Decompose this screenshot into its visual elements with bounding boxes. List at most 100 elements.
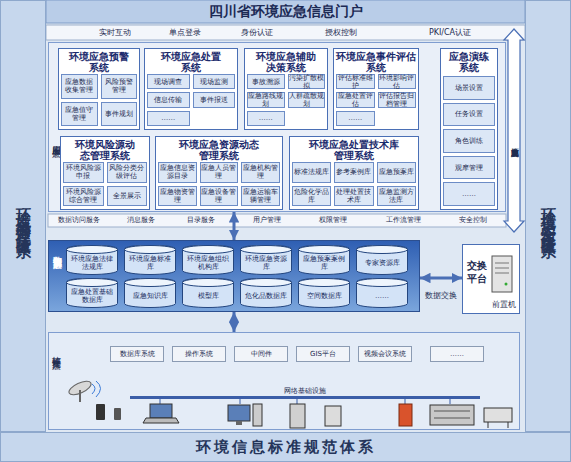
function-cell: 应急处置评估 [336, 92, 375, 107]
phone-icon [96, 404, 105, 420]
database-cylinder: 应急知识库 [124, 278, 176, 308]
service-label: 权限管理 [310, 215, 356, 226]
database-label: 应急处置基础数据库 [68, 285, 116, 307]
function-label: 事件报送 [194, 96, 235, 104]
mobile-icon [114, 408, 121, 420]
cylinder-top [183, 279, 234, 287]
system-title: 环境应急处置技术库管理系统 [308, 139, 400, 161]
pc-tower [253, 404, 262, 426]
service-label: 授权控制 [314, 27, 368, 39]
function-label: 全景展示 [108, 192, 147, 200]
function-label: 应急数据收集管理 [62, 78, 97, 94]
function-label: 信息传输 [148, 96, 189, 104]
function-label: 人群疏散规划 [289, 92, 325, 108]
data-layer-box: 数据资源层环境应急法律法规库环境应急标准库环境应急组织机构库环境应急资源库应急预… [48, 240, 420, 312]
exchange-label: 前置机 [492, 299, 516, 310]
server-tower [290, 404, 305, 428]
function-cell: 应急运输车辆管理 [241, 186, 280, 207]
double-arrow [233, 312, 236, 332]
software-label: 中间件 [235, 350, 287, 358]
database-cylinder: …… [356, 278, 408, 308]
function-cell: 应急监测方法库 [377, 186, 416, 207]
cylinder-top [357, 279, 408, 287]
function-label: 应急设备管理 [201, 188, 238, 204]
cylinder-body [125, 278, 176, 308]
function-label: 评估报告归档管理 [379, 92, 416, 108]
function-label: 标准法规库 [293, 168, 330, 176]
function-cell: 环境风险源综合管理 [63, 186, 104, 207]
system-box: 环境应急处置系统现场调查现场监测信息传输事件报送…… [144, 48, 238, 130]
function-label: 风险预警管理 [102, 78, 137, 94]
function-label: 角色训练 [444, 137, 494, 145]
function-cell: 风险分类分级评估 [107, 162, 148, 183]
network-drop [450, 399, 451, 404]
database-label: 应急知识库 [126, 285, 174, 307]
wireless-wave [92, 381, 101, 397]
service-label: 工作流管理 [376, 215, 430, 226]
software-label: 数据库系统 [111, 350, 163, 358]
software-label: 视频会议系统 [359, 350, 411, 358]
firewall-icon [399, 404, 412, 426]
software-box: …… [430, 346, 484, 362]
laptop-screen [150, 404, 172, 418]
database-cylinder: 专家资源库 [356, 245, 408, 275]
software-label: GIS平台 [297, 350, 349, 358]
database-cylinder: 应急预案案例库 [298, 245, 350, 275]
rack-icon [430, 405, 474, 425]
function-label: 任务设置 [444, 110, 494, 118]
cylinder-body [299, 278, 350, 308]
exchange-arrow [504, 29, 524, 232]
function-label: 应急物资管理 [159, 188, 196, 204]
server-slot [495, 263, 509, 264]
database-cylinder: 应急处置基础数据库 [66, 278, 118, 308]
function-cell: 环境风险源申报 [63, 162, 104, 183]
function-label: 评估标准维护 [337, 74, 374, 90]
edge-label: 数据交换 [416, 290, 466, 301]
service-label: 安全控制 [450, 215, 496, 226]
system-title: 应急演练系统 [448, 51, 490, 73]
cylinder-top [241, 279, 292, 287]
server-body [492, 256, 512, 292]
software-box: 数据库系统 [110, 346, 164, 362]
network-label: 网络基础设施 [265, 386, 345, 396]
rack-line [434, 411, 470, 412]
function-cell: 应急路线规划 [247, 92, 285, 107]
function-cell: 应急设备管理 [200, 186, 239, 207]
band-label: 环境信息安全保障体系 [539, 196, 558, 236]
function-cell: 应急人员管理 [200, 162, 239, 183]
service-label: 实时互动 [88, 27, 142, 39]
database-cylinder: 模型库 [182, 278, 234, 308]
database-label: 环境应急资源库 [242, 252, 290, 274]
function-label: 应急值守管理 [62, 106, 97, 122]
service-label: 目录服务 [178, 215, 224, 226]
function-label: 事故溯源 [248, 78, 284, 86]
plotter-leg [488, 422, 489, 428]
server-slot [495, 268, 509, 269]
plotter-icon [484, 408, 512, 422]
function-cell: 事故溯源 [247, 74, 285, 89]
function-label: 风险分类分级评估 [108, 164, 147, 180]
database-label: 专家资源库 [358, 252, 406, 274]
function-label: 应急机构管理 [242, 164, 279, 180]
function-cell: 风险预警管理 [101, 74, 138, 99]
function-cell: 全景展示 [107, 186, 148, 207]
exchange-label: 交换平台 [467, 259, 489, 285]
system-title: 环境风险源动态管理系统 [74, 139, 136, 161]
function-cell: 人群疏散规划 [288, 92, 326, 107]
cylinder-body [357, 278, 408, 308]
function-label: 环境影响评估 [379, 74, 416, 90]
exchange-box: 交换平台前置机 [462, 244, 520, 314]
service-label: 身份认证 [230, 27, 284, 39]
monitor-stand [236, 421, 242, 425]
support-layer-box: 软硬件支撑层数据库系统操作系统中间件GIS平台视频会议系统…… [48, 332, 520, 430]
function-label: 应急路线规划 [248, 92, 284, 108]
database-label: 环境应急组织机构库 [184, 252, 232, 274]
function-label: 观摩管理 [444, 164, 494, 172]
cylinder-top [125, 246, 176, 254]
cylinder-body [125, 245, 176, 275]
system-title: 环境应急辅助决策系统 [255, 51, 317, 73]
system-box: 环境应急预警系统应急数据收集管理风险预警管理应急值守管理事件规划 [58, 48, 140, 130]
function-label: …… [248, 114, 284, 122]
function-label: 事件规划 [102, 110, 137, 118]
